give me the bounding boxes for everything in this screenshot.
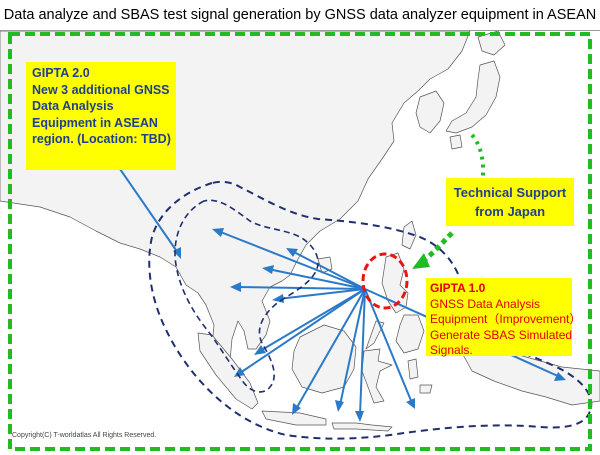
gipta2-line-3: Data Analysis — [32, 99, 114, 113]
gipta1-line-4: Signals. — [430, 343, 473, 357]
gipta2-line-2: New 3 additional GNSS — [32, 82, 170, 97]
gipta1-line-2: Equipment（Improvement） — [430, 312, 582, 326]
technical-support-callout: Technical Support from Japan — [446, 178, 574, 226]
gipta1-callout: GIPTA 1.0 GNSS Data Analysis Equipment（I… — [426, 278, 582, 357]
arrowhead-sumatra — [234, 367, 245, 377]
land-korea — [415, 90, 445, 134]
arrow-to-timor — [364, 288, 413, 404]
hub-circle-icon — [361, 252, 409, 310]
support-line-2: from Japan — [474, 204, 546, 219]
land-sulawesi — [361, 348, 393, 404]
region-outline-southeast-asia — [148, 180, 593, 440]
green-frame — [8, 32, 592, 451]
arrowhead-west-java — [292, 403, 301, 415]
arrowhead-bali — [355, 411, 364, 422]
arrow-to-vietnam-north — [291, 250, 366, 290]
arrowhead-papua — [554, 372, 566, 381]
gipta2-line-1: GIPTA 2.0 — [32, 66, 90, 80]
copyright-text: Copyright(C) T-worldatlas All Rights Res… — [12, 432, 157, 439]
land-java — [261, 410, 327, 426]
gipta1-line-1: GNSS Data Analysis — [430, 296, 541, 311]
arrow-to-laos — [267, 268, 366, 290]
gipta2-callout: GIPTA 2.0 New 3 additional GNSS Data Ana… — [26, 62, 176, 170]
arrowhead-vietnam-north — [286, 248, 298, 257]
arrowhead-east-java — [335, 400, 344, 412]
arrow-to-cambodia — [277, 288, 366, 300]
gipta2-line-5: region. (Location: TBD) — [32, 132, 171, 146]
gipta2-pointer — [119, 168, 181, 259]
arrow-to-west-java — [295, 288, 366, 410]
land-moluccas — [407, 358, 433, 394]
gipta1-line-3: Generate SBAS Simulated — [430, 327, 573, 342]
arrow-to-malaysia — [259, 288, 366, 352]
arrowhead-thailand — [230, 282, 241, 292]
region-outline-mainland — [174, 199, 319, 393]
arrow-to-myanmar — [217, 230, 366, 290]
arrowhead-myanmar — [212, 228, 224, 237]
arrowhead-timor — [406, 398, 415, 409]
land-lesser-sunda — [331, 422, 393, 432]
support-path — [470, 133, 486, 208]
gipta2-line-4: Equipment in ASEAN — [32, 115, 158, 130]
land-taiwan — [401, 220, 417, 250]
arrow-to-bali — [359, 288, 366, 416]
arrowhead-laos — [262, 265, 274, 274]
support-arrow-icon — [412, 231, 454, 269]
arrowhead-malaysia — [254, 345, 266, 355]
support-line-1: Technical Support — [453, 185, 567, 200]
page-title: Data analyze and SBAS test signal genera… — [0, 0, 600, 31]
land-sumatra — [197, 332, 259, 410]
arrow-to-sumatra — [239, 288, 366, 374]
arrow-to-east-java — [339, 288, 366, 406]
gipta1-heading: GIPTA 1.0 — [430, 281, 486, 295]
